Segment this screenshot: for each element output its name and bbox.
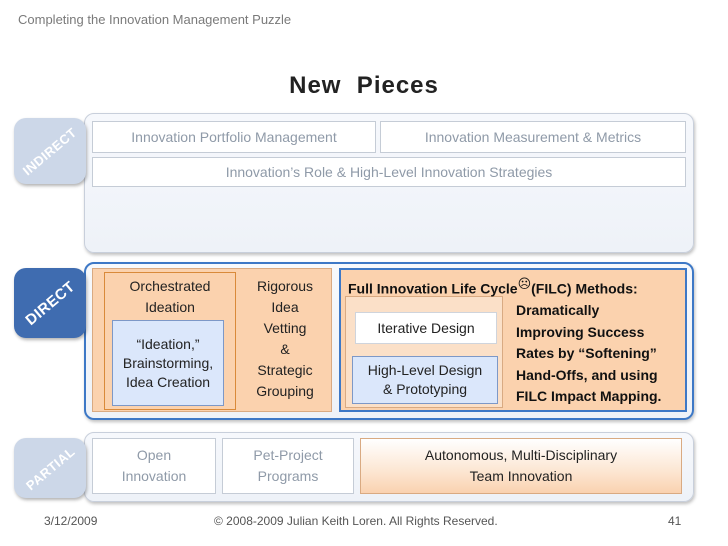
direct-tab: DIRECT: [14, 268, 86, 338]
slide-title: New Pieces: [289, 72, 439, 99]
portfolio-management-box: Innovation Portfolio Management: [92, 121, 376, 153]
ideation-box: “Ideation,” Brainstorming, Idea Creation: [112, 320, 224, 406]
orchestrated-line1: Orchestrated: [129, 278, 211, 294]
vetting-line3: Vetting: [263, 320, 307, 336]
vetting-line5: Strategic: [257, 362, 313, 378]
partial-tab: PARTIAL: [14, 438, 86, 498]
high-level-line2: & Prototyping: [382, 381, 468, 397]
footer-page-number: 41: [668, 514, 682, 528]
autonomous-line1: Autonomous, Multi-Disciplinary: [424, 447, 618, 463]
autonomous-line2: Team Innovation: [469, 468, 573, 484]
pet-project-line1: Pet-Project: [253, 447, 323, 463]
vetting-line1: Rigorous: [256, 278, 314, 294]
open-innovation-box: Open Innovation: [92, 438, 216, 494]
vetting-line2: Idea: [271, 299, 299, 315]
filc-title: Full Innovation Life Cycle☹(FILC) Method…: [348, 276, 684, 297]
idea-vetting-text: Rigorous Idea Vetting & Strategic Groupi…: [242, 276, 328, 402]
improving-line5: FILC Impact Mapping.: [516, 388, 662, 404]
improving-success-text: Dramatically Improving Success Rates by …: [516, 300, 686, 408]
iterative-design-box: Iterative Design: [355, 312, 497, 344]
orchestrated-line2: Ideation: [145, 299, 195, 315]
orchestrated-ideation-title: Orchestrated Ideation: [104, 276, 236, 318]
high-level-line1: High-Level Design: [367, 362, 483, 378]
partial-tab-label: PARTIAL: [22, 443, 78, 493]
vetting-line4: &: [280, 341, 290, 357]
ideation-line2: Brainstorming,: [122, 354, 214, 371]
filc-symbol-icon: ☹: [517, 276, 532, 291]
measurement-metrics-box: Innovation Measurement & Metrics: [380, 121, 686, 153]
iterative-design-label: Iterative Design: [377, 320, 475, 336]
improving-line2: Improving Success: [516, 323, 645, 340]
orchestrated-ideation-frame: [104, 272, 236, 410]
vetting-line6: Grouping: [256, 383, 314, 399]
filc-title-part1: Full Innovation Life Cycle: [348, 280, 518, 297]
portfolio-management-label: Innovation Portfolio Management: [131, 129, 337, 145]
measurement-metrics-label: Innovation Measurement & Metrics: [424, 129, 642, 145]
improving-line1: Dramatically: [516, 302, 600, 318]
open-innovation-line1: Open: [136, 447, 172, 463]
open-innovation-line2: Innovation: [121, 468, 187, 484]
indirect-tab-label: INDIRECT: [20, 124, 80, 178]
autonomous-team-box: Autonomous, Multi-Disciplinary Team Inno…: [360, 438, 682, 494]
indirect-tab: INDIRECT: [14, 118, 86, 184]
ideation-line3: Idea Creation: [125, 373, 211, 390]
footer-date: 3/12/2009: [44, 514, 98, 528]
header-title: Completing the Innovation Management Puz…: [18, 12, 292, 27]
role-strategies-box: Innovation’s Role & High-Level Innovatio…: [92, 157, 686, 187]
pet-project-box: Pet-Project Programs: [222, 438, 354, 494]
role-strategies-label: Innovation’s Role & High-Level Innovatio…: [225, 164, 553, 180]
filc-title-part2: (FILC) Methods:: [531, 280, 638, 297]
high-level-design-box: High-Level Design & Prototyping: [352, 356, 498, 404]
improving-line4: Hand-Offs, and using: [516, 366, 658, 383]
direct-tab-label: DIRECT: [21, 277, 79, 329]
improving-line3: Rates by “Softening”: [516, 345, 657, 361]
pet-project-line2: Programs: [257, 468, 319, 484]
footer-copyright: © 2008-2009 Julian Keith Loren. All Righ…: [214, 514, 498, 528]
ideation-line1: “Ideation,”: [136, 335, 200, 352]
